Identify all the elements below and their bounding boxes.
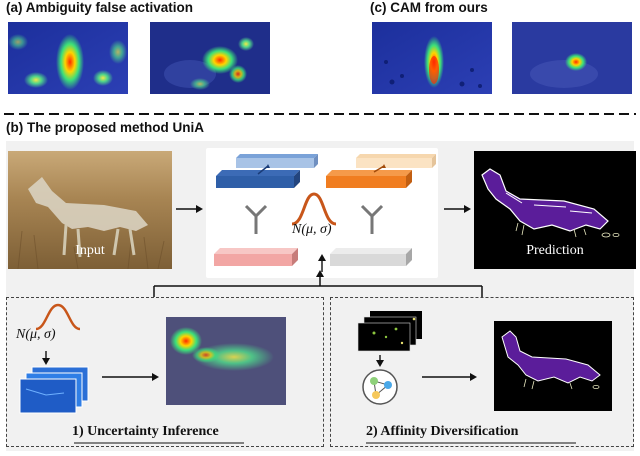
merge-symbol-right bbox=[360, 204, 384, 234]
module1-gaussian-curve bbox=[35, 303, 81, 331]
feature-block-pink bbox=[214, 248, 298, 266]
module2-prediction-image bbox=[494, 321, 612, 411]
feature-block-orange bbox=[326, 154, 436, 188]
input-label: Input bbox=[75, 243, 105, 258]
module1-heatmap-image bbox=[166, 317, 286, 405]
separator-dashed-line bbox=[4, 113, 636, 115]
feature-block-gray bbox=[330, 248, 412, 266]
model-diagram bbox=[214, 154, 436, 272]
gaussian-curve bbox=[291, 192, 337, 226]
arrow-input-to-model bbox=[176, 205, 203, 213]
feature-map-stack bbox=[19, 366, 89, 414]
cam-cat-ambiguous bbox=[150, 22, 270, 94]
prediction-image: Prediction bbox=[474, 151, 636, 269]
module1-title: 1) Uncertainty Inference bbox=[72, 424, 219, 439]
affinity-mask-stack bbox=[357, 311, 422, 352]
distribution-label: N(μ, σ) bbox=[292, 222, 332, 237]
prediction-label: Prediction bbox=[526, 243, 584, 258]
panel-b-title: (b) The proposed method UniA bbox=[6, 120, 204, 135]
panel-a-title: (a) Ambiguity false activation bbox=[6, 0, 194, 15]
arrow-model-to-prediction bbox=[444, 205, 471, 213]
module1-distribution-label: N(μ, σ) bbox=[16, 327, 56, 342]
connector-bracket bbox=[153, 270, 483, 298]
panel-c-title: (c) CAM from ours bbox=[370, 0, 488, 15]
cam-cat-ours bbox=[512, 22, 632, 94]
merge-symbol-left bbox=[244, 204, 268, 234]
module2-diagram bbox=[357, 311, 612, 444]
input-image: Input bbox=[8, 151, 172, 269]
cam-bottle-ours bbox=[372, 22, 492, 94]
feature-block-blue bbox=[216, 154, 318, 188]
graph-node-icon bbox=[362, 369, 398, 405]
module1-diagram bbox=[19, 303, 286, 444]
cam-bottle-ambiguous bbox=[8, 22, 128, 94]
module2-title: 2) Affinity Diversification bbox=[366, 424, 519, 439]
